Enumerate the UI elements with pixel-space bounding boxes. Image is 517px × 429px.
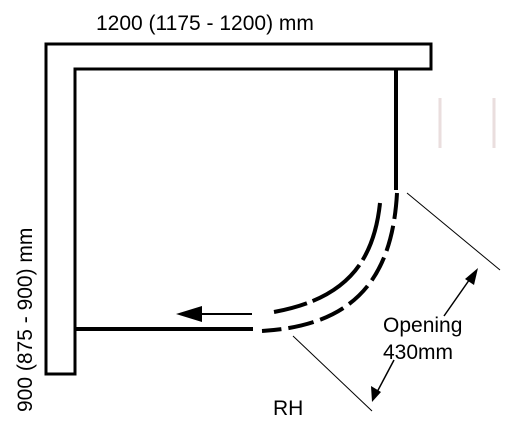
opening-label-line2: 430mm (383, 341, 454, 365)
opening-label-line1: Opening (383, 314, 463, 337)
slide-arrow-head (176, 306, 202, 322)
outer-curved-door (261, 192, 399, 333)
opening-dimension-upper (443, 275, 473, 317)
opening-extension-bottom (292, 335, 373, 412)
handing-label: RH (273, 397, 304, 420)
opening-arrow-bottom (371, 386, 381, 402)
opening-dimension-label: Opening 430mm (383, 312, 462, 367)
opening-extension-top (406, 192, 501, 271)
opening-arrow-top (465, 268, 478, 285)
depth-dimension-label: 900 (875 - 900) mm (14, 227, 37, 412)
width-dimension-label: 1200 (1175 - 1200) mm (96, 12, 314, 35)
wall-outline (44, 42, 433, 376)
opening-dimension-lower (375, 359, 395, 395)
inner-curved-door (273, 202, 382, 314)
